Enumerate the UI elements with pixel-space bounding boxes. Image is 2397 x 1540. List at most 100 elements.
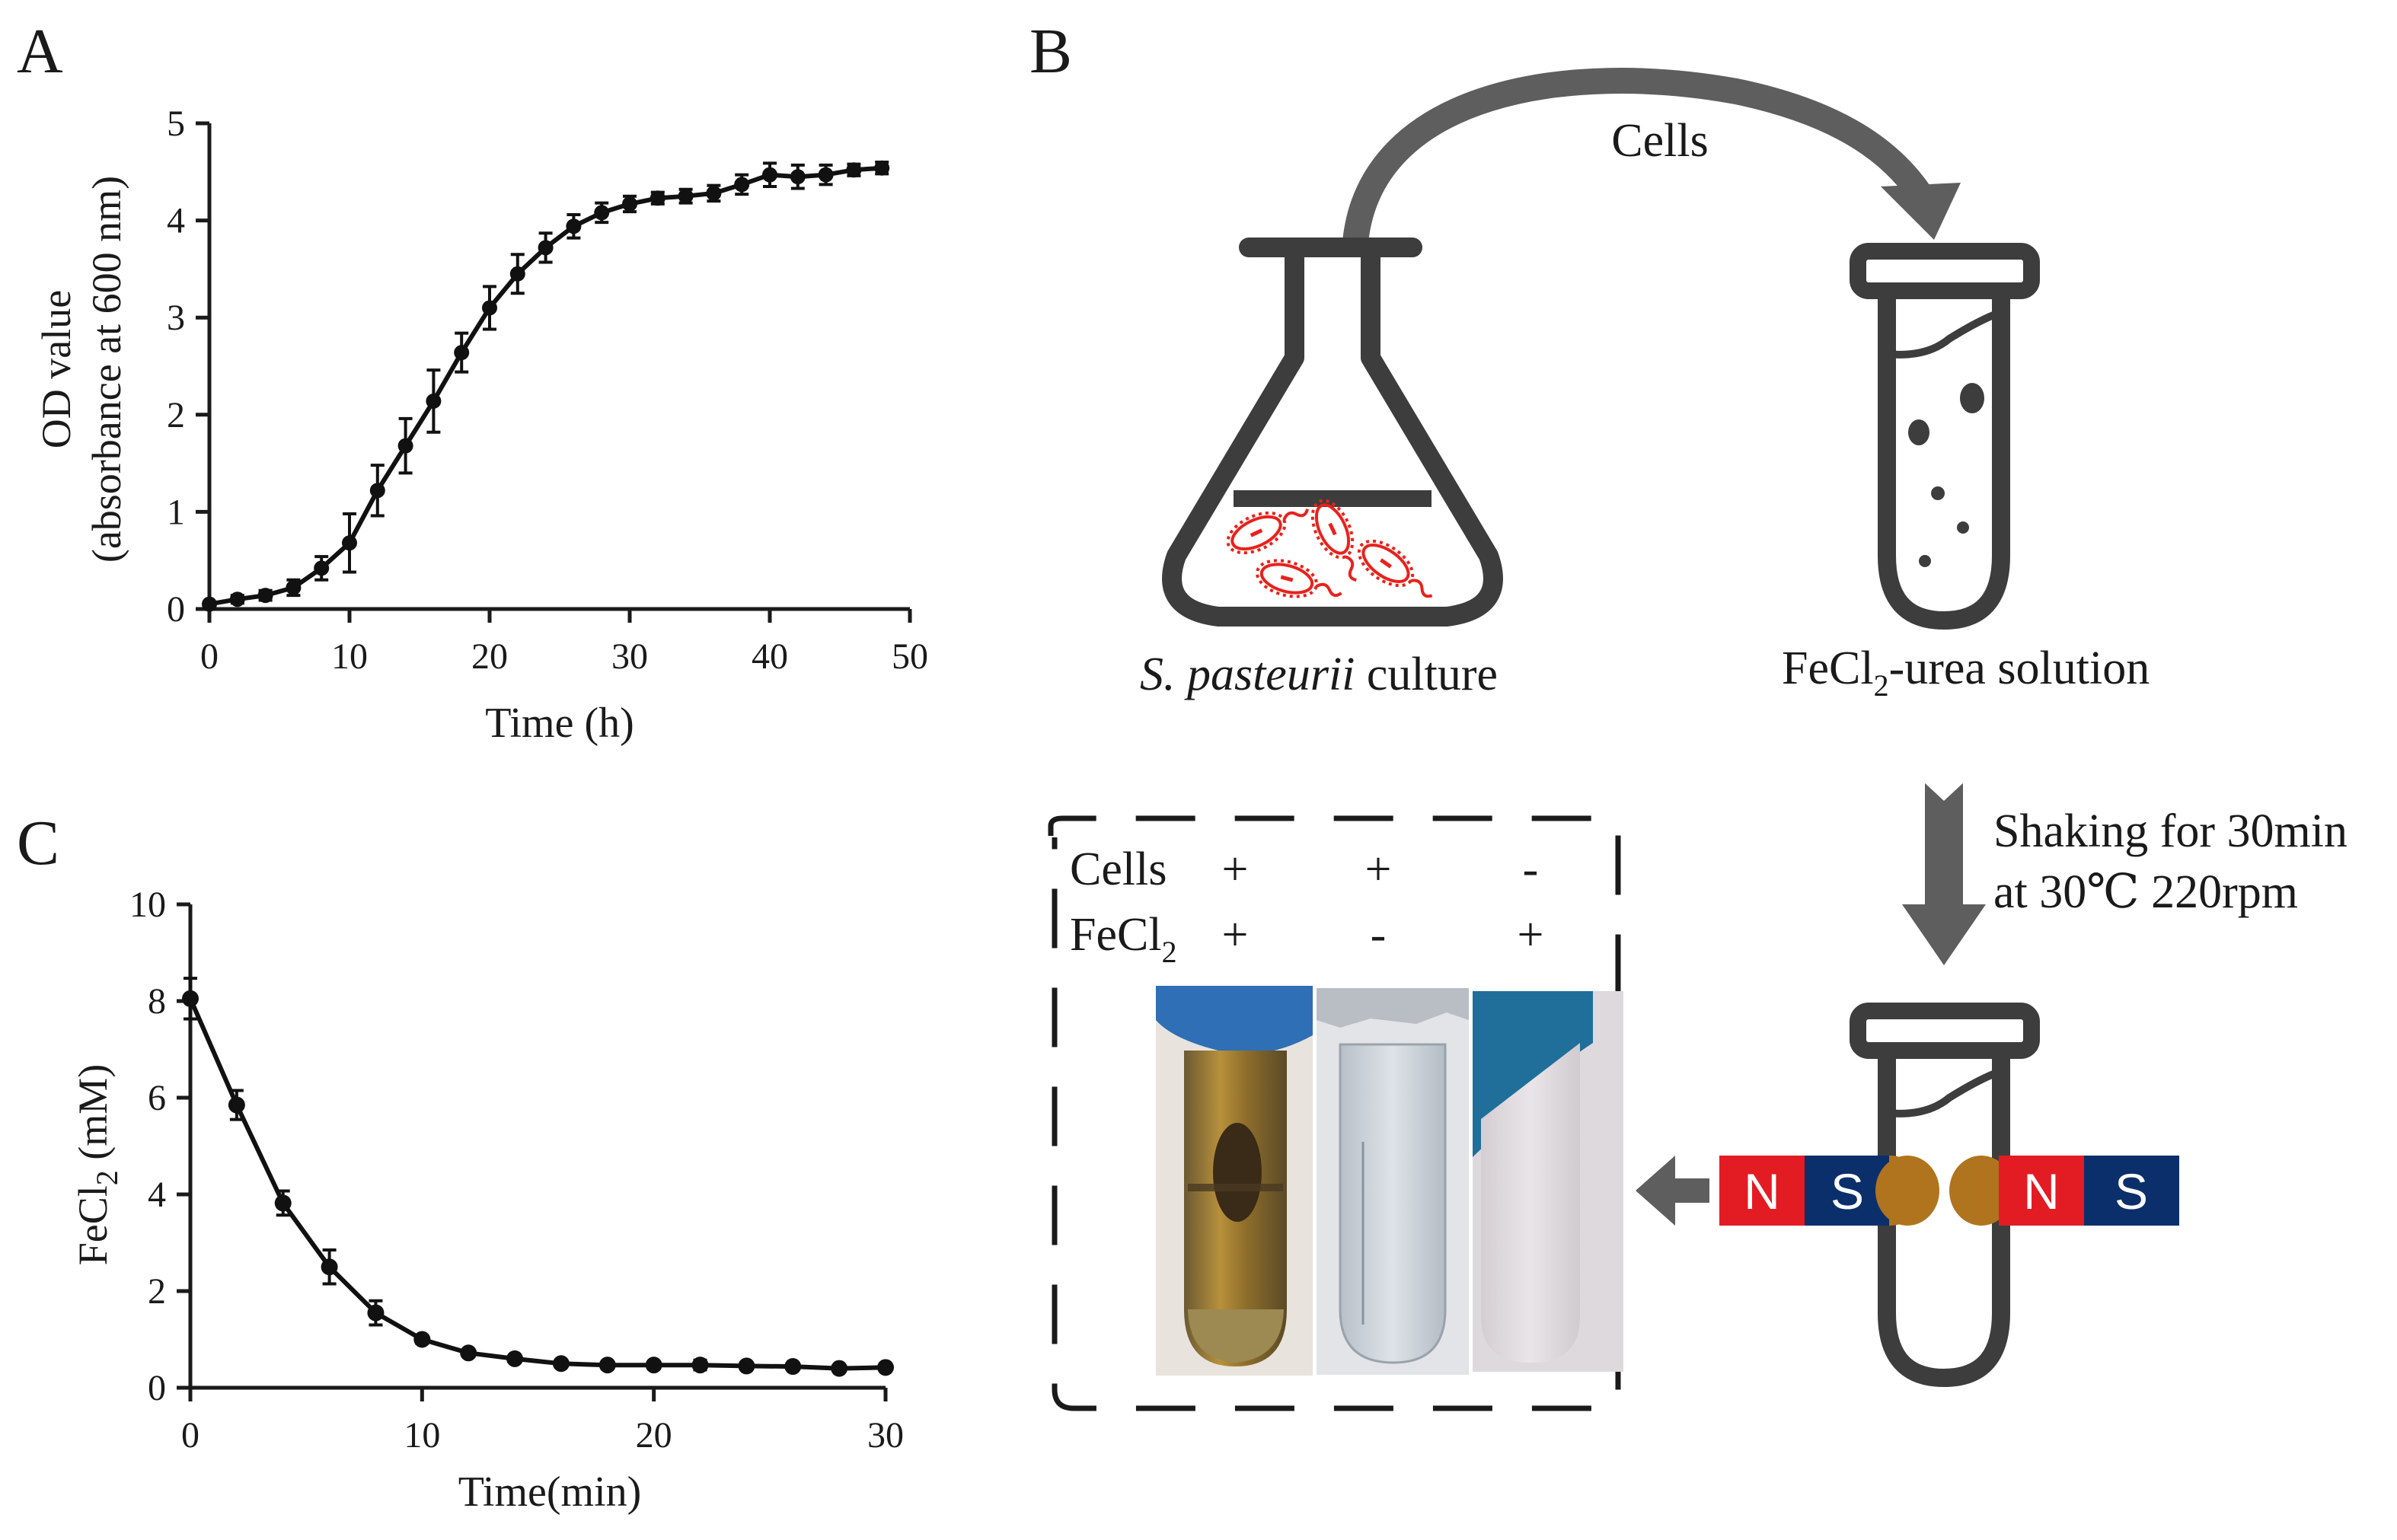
row2-value-2: - bbox=[1371, 909, 1387, 961]
chart-a-y-tick-label: 4 bbox=[167, 201, 185, 241]
magnet-left-s: S bbox=[1830, 1163, 1864, 1220]
chart-a-x-tick-label: 0 bbox=[200, 636, 219, 677]
chart-c-x-tick-label: 0 bbox=[181, 1415, 199, 1456]
row2-label-pre: FeCl bbox=[1070, 909, 1162, 961]
panel-letter-c: C bbox=[17, 808, 59, 878]
tube-label-post: -urea solution bbox=[1889, 642, 2150, 694]
test-tube-magnet-icon bbox=[1850, 1003, 2040, 1388]
bacterium-flagellum bbox=[1315, 582, 1342, 598]
bacterium-flagellum bbox=[1410, 579, 1433, 598]
chart-a-data-point bbox=[762, 167, 777, 183]
chart-c-y-tick-label: 0 bbox=[148, 1368, 166, 1408]
chart-c-ylabel: FeCl2 (mM) bbox=[70, 1064, 124, 1266]
chart-c-data-point bbox=[506, 1350, 524, 1367]
row1-value-1: + bbox=[1222, 843, 1249, 895]
bacterium-body bbox=[1361, 544, 1410, 583]
chart-c-data-point bbox=[784, 1358, 802, 1376]
chart-a-data-point bbox=[594, 205, 610, 221]
magnet-left-n: N bbox=[1744, 1163, 1780, 1220]
bacterium-icon bbox=[1357, 539, 1433, 598]
chart-a-data-point bbox=[706, 185, 722, 201]
magnet-left: N S bbox=[1719, 1156, 1939, 1226]
bacteria-group bbox=[1226, 499, 1433, 598]
chart-a-data-point bbox=[369, 483, 385, 499]
chart-a: Time (h) OD value (absorbance at 600 nm)… bbox=[34, 104, 928, 747]
chart-c-data-point bbox=[413, 1331, 431, 1348]
chart-a-data-point bbox=[790, 169, 806, 185]
bacterium-nucleoid bbox=[1250, 528, 1263, 537]
row2-label: FeCl2 bbox=[1070, 909, 1177, 969]
dashed-result-box bbox=[1048, 815, 1621, 1411]
chart-c-data-point bbox=[552, 1355, 570, 1373]
bacterium-flagellum bbox=[1282, 509, 1310, 521]
chart-c-ylabel-main: FeCl bbox=[70, 1185, 116, 1265]
chart-c-data-point bbox=[598, 1357, 616, 1374]
chart-a-x-tick-label: 20 bbox=[471, 636, 508, 677]
chart-a-data-point bbox=[314, 560, 330, 576]
magnet-right-n: N bbox=[2023, 1163, 2060, 1220]
bacterium-flagellum bbox=[1345, 555, 1357, 582]
step-line1: Shaking for 30min bbox=[1993, 805, 2348, 857]
row1-value-2: + bbox=[1365, 843, 1392, 895]
chart-c-data-point bbox=[645, 1357, 662, 1374]
chart-a-data-point bbox=[257, 588, 273, 604]
chart-a-x-tick-label: 50 bbox=[892, 636, 928, 677]
flask-label: S. pasteurii culture bbox=[1140, 649, 1498, 700]
chart-a-data-point bbox=[818, 167, 834, 183]
down-arrow bbox=[1902, 770, 1986, 965]
chart-c-data-point bbox=[182, 990, 199, 1007]
chart-a-ylabel-line1: OD value bbox=[34, 290, 79, 448]
chart-a-data-point bbox=[202, 596, 217, 612]
bacterium-icon bbox=[1226, 509, 1310, 555]
bacterium-body bbox=[1259, 563, 1314, 595]
tube-label-sub: 2 bbox=[1874, 668, 1889, 703]
row1-label: Cells bbox=[1070, 843, 1167, 895]
chart-c-data-point bbox=[738, 1357, 755, 1375]
chart-a-ylabel-line2: (absorbance at 600 nm) bbox=[84, 176, 129, 563]
chart-a-y-tick-label: 2 bbox=[167, 395, 185, 435]
chart-c-data-point bbox=[877, 1359, 894, 1376]
row2-label-sub: 2 bbox=[1162, 935, 1177, 969]
chart-a-data-point bbox=[342, 535, 357, 551]
chart-c-ylabel-sub: 2 bbox=[90, 1170, 124, 1185]
photo-tube-3 bbox=[1473, 991, 1623, 1372]
chart-a-data-point bbox=[229, 591, 245, 607]
chart-a-data-point bbox=[566, 218, 582, 234]
chart-a-y-tick-label: 3 bbox=[167, 298, 185, 338]
chart-c-data-point bbox=[691, 1357, 709, 1374]
chart-c-y-tick-label: 4 bbox=[148, 1175, 166, 1215]
photo-tube-2 bbox=[1317, 988, 1469, 1375]
chart-c-x-tick-label: 30 bbox=[867, 1415, 904, 1456]
bacterium-pili bbox=[1226, 511, 1287, 555]
chart-a-data-point bbox=[286, 579, 302, 595]
chart-c-ylabel-unit: (mM) bbox=[70, 1064, 116, 1170]
bacterium-nucleoid bbox=[1380, 558, 1392, 569]
chart-a-data-point bbox=[426, 393, 442, 409]
chart-a-data-point bbox=[734, 177, 750, 193]
bacterium-icon bbox=[1310, 499, 1357, 582]
chart-c-x-tick-label: 10 bbox=[404, 1415, 440, 1456]
test-tube-icon bbox=[1850, 243, 2040, 630]
curved-arrow-head bbox=[1881, 183, 1961, 240]
bacterium-nucleoid bbox=[1328, 522, 1337, 536]
magnet-right-s: S bbox=[2115, 1163, 2148, 1220]
chart-c-xlabel: Time(min) bbox=[458, 1468, 642, 1516]
chart-c-y-tick-label: 10 bbox=[129, 885, 166, 925]
tube-label-pre: FeCl bbox=[1782, 642, 1874, 694]
chart-a-y-tick-label: 5 bbox=[167, 104, 185, 144]
chart-c-y-tick-label: 2 bbox=[148, 1271, 166, 1312]
chart-c-series-line bbox=[188, 997, 886, 1371]
bacterium-nucleoid bbox=[1280, 575, 1294, 582]
chart-a-x-tick-label: 30 bbox=[611, 636, 648, 677]
panel-letter-a: A bbox=[17, 16, 63, 87]
chart-c-y-tick-label: 8 bbox=[148, 981, 166, 1022]
chart-a-data-point bbox=[678, 188, 694, 204]
chart-c-data-point bbox=[321, 1258, 338, 1276]
bacterium-body bbox=[1314, 503, 1351, 555]
bacterium-body bbox=[1230, 515, 1282, 551]
chart-c-x-tick-label: 20 bbox=[636, 1415, 672, 1456]
chart-c-data-point bbox=[367, 1304, 385, 1322]
